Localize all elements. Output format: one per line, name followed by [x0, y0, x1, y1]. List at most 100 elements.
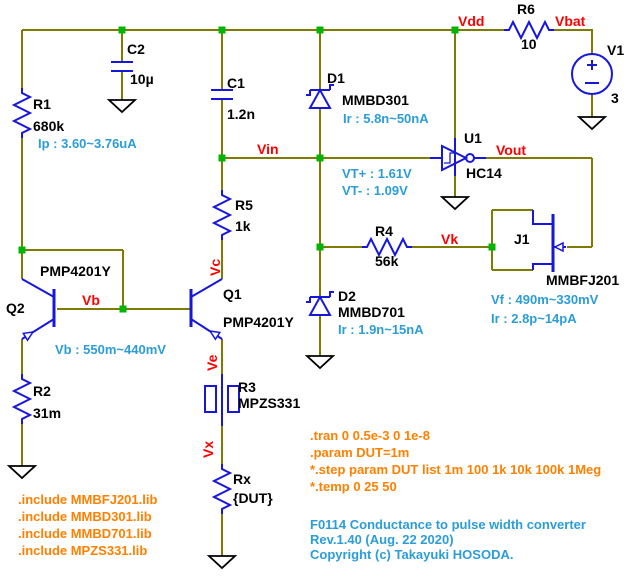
annotation-d2-current[interactable]: Ir : 1.9n~15nA — [338, 322, 424, 337]
net-label-vin[interactable]: Vin — [257, 141, 279, 157]
device-r3[interactable]: R3 MPZS331 — [204, 374, 300, 426]
label-j1-name[interactable]: J1 — [514, 231, 530, 247]
source-polarity-marks[interactable] — [585, 60, 599, 84]
net-label-ve[interactable]: Ve — [204, 354, 220, 371]
wire-r6-to-v1[interactable] — [554, 29, 593, 54]
label-r6-value[interactable]: 10 — [521, 36, 537, 52]
wire-diode-connect[interactable] — [22, 249, 124, 309]
label-r3-value[interactable]: MPZS331 — [238, 395, 300, 411]
transistor-q1[interactable]: Q1 PMP4201Y — [189, 278, 294, 341]
label-c1-name[interactable]: C1 — [227, 75, 245, 91]
transistor-q2[interactable]: Q2 PMP4201Y — [6, 263, 111, 342]
directive-include-2[interactable]: .include MMBD301.lib — [18, 509, 152, 524]
wire-segments[interactable] — [21, 29, 593, 556]
label-v1-value[interactable]: 3 — [611, 90, 619, 106]
net-label-vdd[interactable]: Vdd — [458, 13, 484, 29]
capacitor-c1[interactable]: C1 1.2n — [211, 75, 255, 122]
label-r2-name[interactable]: R2 — [33, 383, 51, 399]
annotation-u1-vtminus[interactable]: VT- : 1.09V — [342, 183, 408, 198]
resistor-rx[interactable]: Rx {DUT} — [213, 463, 273, 515]
capacitor-plates[interactable] — [211, 89, 233, 100]
capacitor-c2[interactable]: C2 10µ — [111, 41, 154, 87]
ground-icon[interactable] — [578, 116, 606, 130]
jfet-drain-source-leads[interactable] — [532, 210, 553, 270]
net-labels[interactable]: Vdd Vbat Vin Vout Vb Vk Vc Ve Vx — [82, 13, 586, 458]
resistor-zigzag[interactable] — [213, 189, 231, 241]
label-rx-value[interactable]: {DUT} — [233, 490, 273, 506]
net-label-vc[interactable]: Vc — [207, 259, 223, 276]
annotation-d1-current[interactable]: Ir : 5.8n~50nA — [343, 111, 429, 126]
inverter-triangle[interactable] — [441, 144, 469, 172]
label-c1-value[interactable]: 1.2n — [227, 106, 255, 122]
jfet-j1[interactable]: J1 MMBFJ201 — [514, 210, 619, 288]
ground-icon[interactable] — [8, 465, 36, 479]
label-d1-value[interactable]: MMBD301 — [342, 92, 409, 108]
label-d2-name[interactable]: D2 — [338, 288, 356, 304]
label-u1-value[interactable]: HC14 — [466, 165, 502, 181]
label-r5-name[interactable]: R5 — [235, 197, 253, 213]
directive-include-1[interactable]: .include MMBFJ201.lib — [18, 492, 157, 507]
label-r6-name[interactable]: R6 — [517, 1, 535, 17]
label-d1-name[interactable]: D1 — [327, 70, 345, 86]
transistor-collector[interactable] — [190, 278, 223, 298]
annotation-r1-current[interactable]: Ip : 3.60~3.76uA — [38, 136, 137, 151]
label-d2-value[interactable]: MMBD701 — [338, 304, 405, 320]
diode-triangle[interactable] — [308, 294, 332, 316]
ground-icon[interactable] — [208, 555, 236, 569]
resistor-r1[interactable]: R1 680k — [13, 87, 64, 139]
label-r1-value[interactable]: 680k — [33, 118, 64, 134]
inverter-u1[interactable]: U1 HC14 — [430, 130, 502, 181]
net-label-vb[interactable]: Vb — [82, 292, 100, 308]
label-r4-name[interactable]: R4 — [375, 223, 393, 239]
wire-vout[interactable] — [486, 157, 593, 248]
resistor-zigzag[interactable] — [13, 373, 31, 425]
net-label-vk[interactable]: Vk — [441, 231, 458, 247]
annotation-q2-vb[interactable]: Vb : 550m~440mV — [55, 342, 166, 357]
resistor-zigzag[interactable] — [13, 87, 31, 139]
resistor-r6[interactable]: R6 10 — [503, 1, 555, 52]
net-label-vbat[interactable]: Vbat — [555, 13, 586, 29]
diode-triangle[interactable] — [308, 87, 332, 109]
directive-tran[interactable]: .tran 0 0.5e-3 0 1e-8 — [310, 428, 430, 443]
label-rx-name[interactable]: Rx — [233, 471, 251, 487]
diode-d1[interactable]: D1 MMBD301 — [306, 70, 409, 109]
directive-include-3[interactable]: .include MMBD701.lib — [18, 526, 152, 541]
transistor-collector[interactable] — [21, 278, 55, 298]
label-r3-name[interactable]: R3 — [238, 379, 256, 395]
resistor-zigzag[interactable] — [213, 463, 231, 515]
directive-param[interactable]: .param DUT=1m — [310, 445, 409, 460]
resistor-r4[interactable]: R4 56k — [361, 223, 413, 269]
label-r4-value[interactable]: 56k — [375, 253, 399, 269]
wire-j1-loop[interactable] — [491, 209, 533, 271]
annotation-u1-vtplus[interactable]: VT+ : 1.61V — [342, 166, 412, 181]
annotation-j1-vf[interactable]: Vf : 490m~330mV — [491, 292, 599, 307]
voltage-source-v1[interactable]: V1 3 — [571, 42, 624, 106]
annotation-j1-ir[interactable]: Ir : 2.8p~14pA — [491, 311, 577, 326]
device-box-right[interactable] — [227, 385, 240, 413]
label-u1-name[interactable]: U1 — [464, 130, 482, 146]
directive-step[interactable]: *.step param DUT list 1m 100 1k 10k 100k… — [310, 462, 601, 477]
directive-include-4[interactable]: .include MPZS331.lib — [18, 543, 147, 558]
spice-directives[interactable]: .include MMBFJ201.lib .include MMBD301.l… — [18, 428, 601, 558]
source-circle[interactable] — [571, 53, 613, 95]
label-v1-name[interactable]: V1 — [607, 42, 624, 58]
resistor-r5[interactable]: R5 1k — [213, 189, 253, 241]
ground-icon[interactable] — [441, 196, 469, 210]
diode-d2[interactable]: D2 MMBD701 — [306, 288, 405, 320]
label-j1-value[interactable]: MMBFJ201 — [546, 272, 619, 288]
resistor-r2[interactable]: R2 31m — [13, 373, 61, 425]
label-c2-value[interactable]: 10µ — [130, 71, 154, 87]
capacitor-plates[interactable] — [111, 61, 133, 72]
label-q2-value[interactable]: PMP4201Y — [40, 263, 111, 279]
label-r5-value[interactable]: 1k — [235, 218, 251, 234]
net-label-vout[interactable]: Vout — [496, 142, 526, 158]
label-q1-name[interactable]: Q1 — [223, 286, 242, 302]
directive-temp[interactable]: *.temp 0 25 50 — [310, 479, 397, 494]
label-q2-name[interactable]: Q2 — [6, 300, 25, 316]
device-box-left[interactable] — [204, 385, 217, 413]
net-label-vx[interactable]: Vx — [200, 441, 216, 458]
label-r1-name[interactable]: R1 — [33, 96, 51, 112]
ground-icon[interactable] — [306, 355, 334, 369]
label-q1-value[interactable]: PMP4201Y — [223, 314, 294, 330]
ground-icon[interactable] — [108, 99, 136, 113]
